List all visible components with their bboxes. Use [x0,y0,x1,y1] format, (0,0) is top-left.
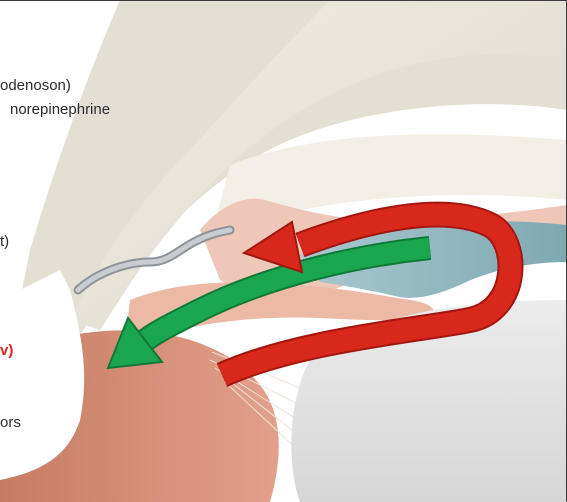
label-line-5: ors [0,414,21,432]
label-line-3: t) [0,233,9,251]
label-line-4: v) [0,342,13,360]
label-line-2: norepinephrine [10,101,110,119]
label-line-1: odenoson) [0,77,71,95]
